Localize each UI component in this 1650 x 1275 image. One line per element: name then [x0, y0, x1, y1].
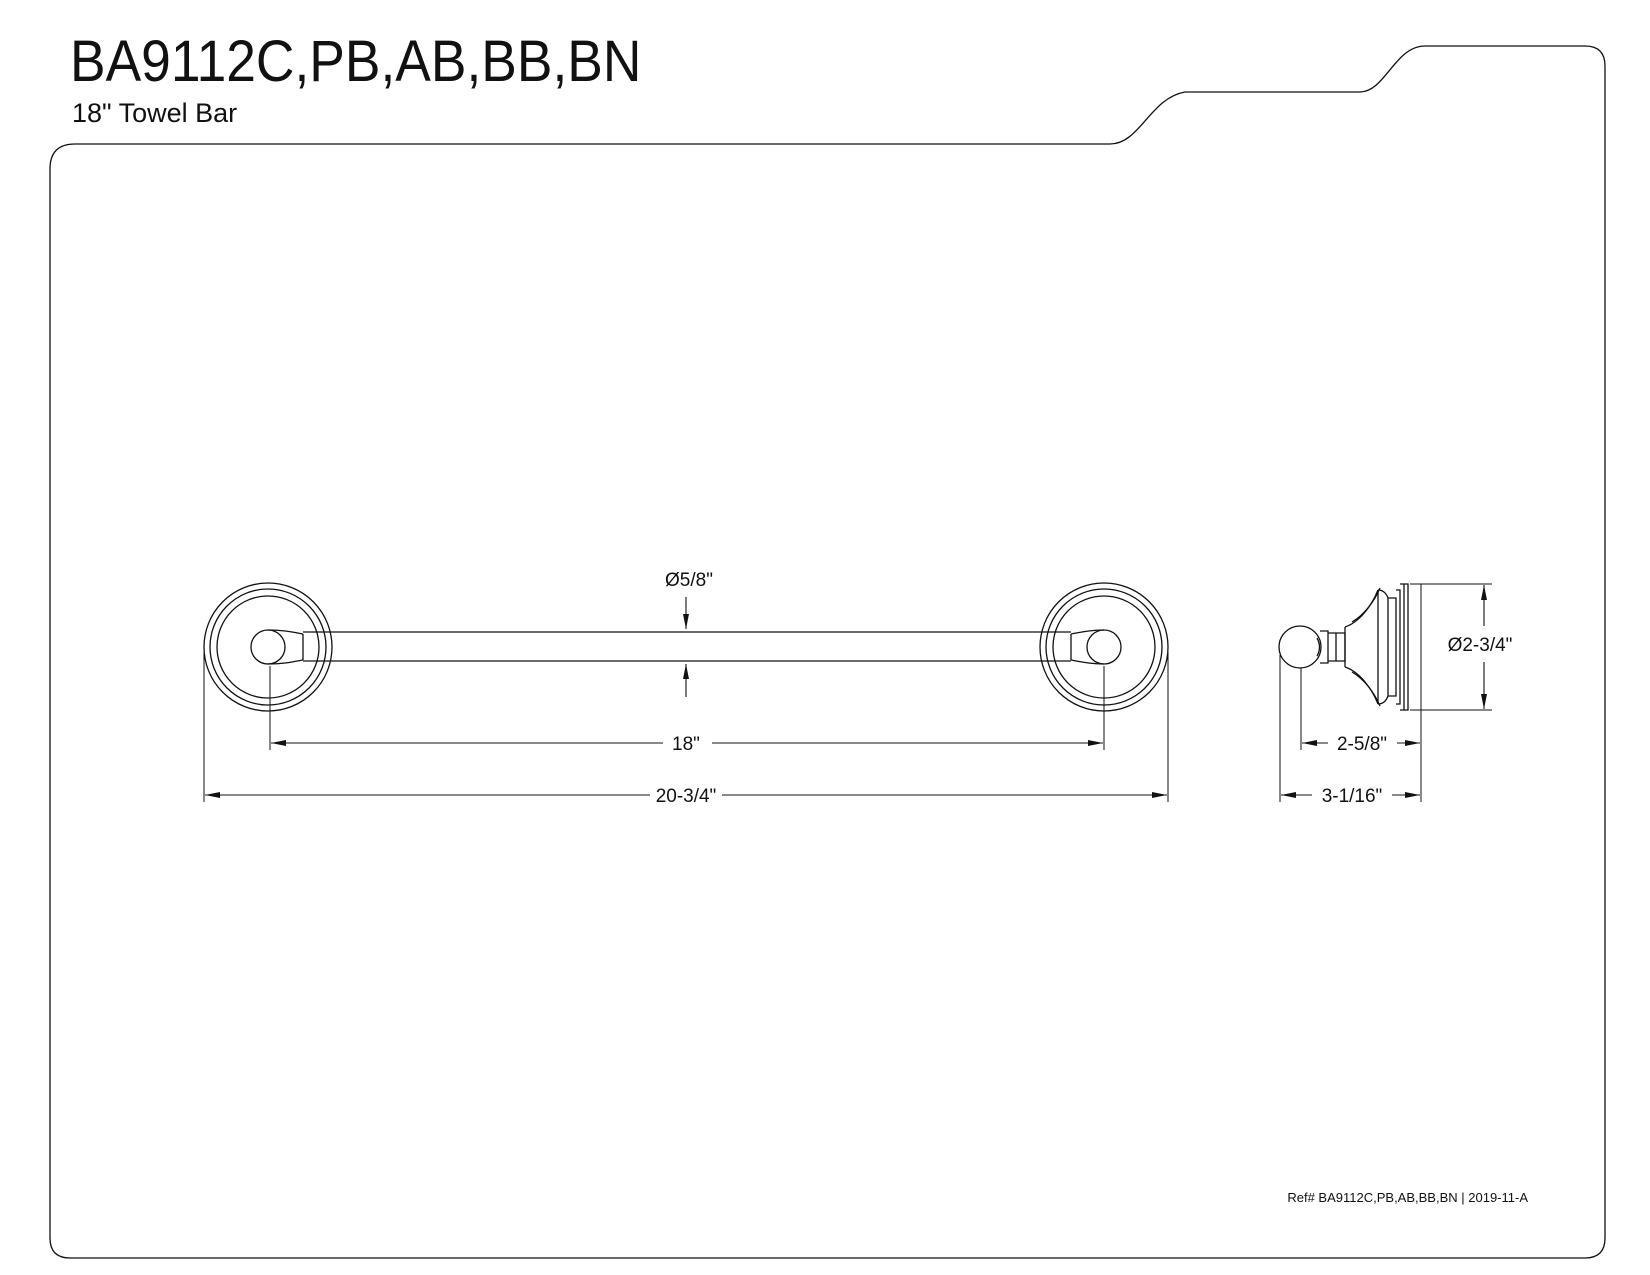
rod-diameter-label: Ø5/8" [665, 570, 713, 591]
drawing-title: BA9112C,PB,AB,BB,BN [70, 29, 642, 94]
left-flange [203, 582, 333, 712]
sheet-border [49, 45, 1606, 1259]
projection-rod-label: 2-5/8" [1337, 734, 1387, 755]
towel-rod [267, 629, 1105, 665]
drawing-subtitle: 18" Towel Bar [72, 98, 238, 128]
reference-footer: Ref# BA9112C,PB,AB,BB,BN | 2019-11-A [1287, 1190, 1528, 1205]
side-view [1278, 583, 1409, 711]
extension-lines [203, 652, 1169, 802]
overall-length-label: 20-3/4" [656, 786, 717, 807]
center-to-center-label: 18" [672, 734, 700, 755]
projection-total-label: 3-1/16" [1322, 786, 1383, 807]
flange-diameter-label: Ø2-3/4" [1448, 635, 1513, 656]
side-extension-lines [1279, 583, 1492, 802]
